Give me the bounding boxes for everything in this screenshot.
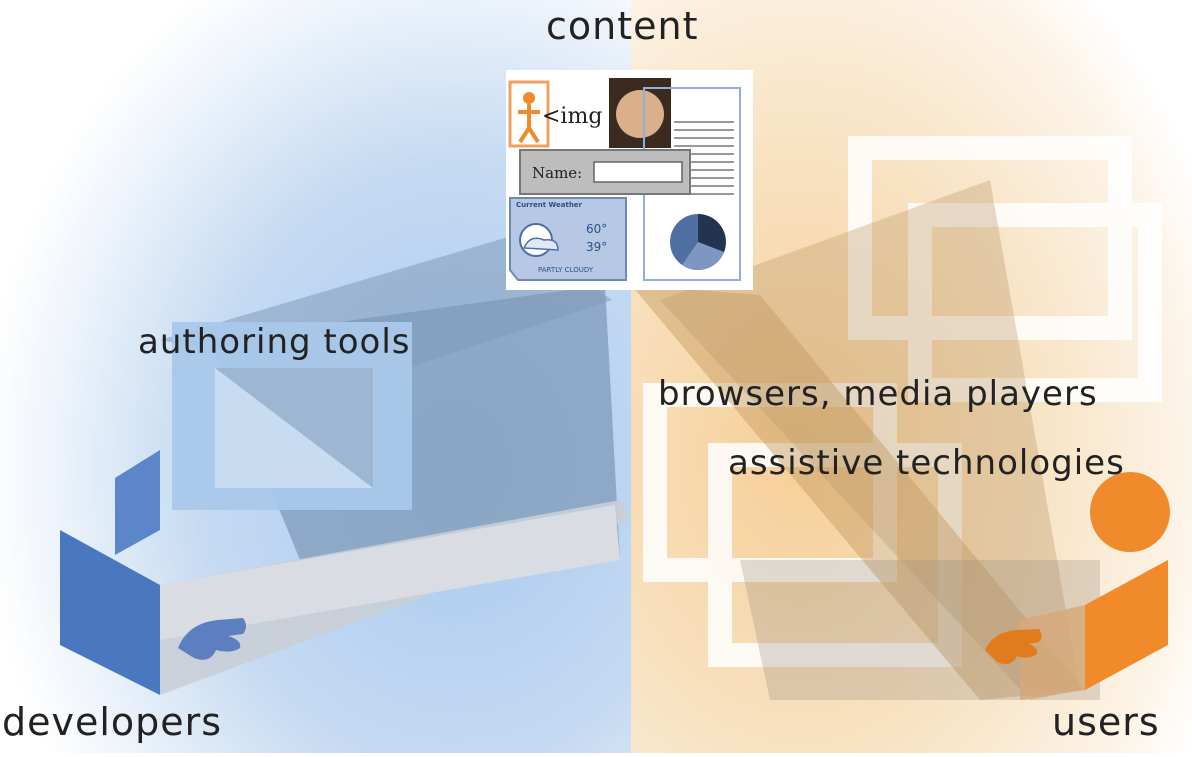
content-label: content bbox=[546, 4, 699, 48]
content-card-art bbox=[508, 78, 741, 281]
assistive-technologies-label: assistive technologies bbox=[728, 443, 1125, 483]
browsers-media-players-label: browsers, media players bbox=[658, 374, 1098, 414]
users-label: users bbox=[1052, 700, 1160, 744]
authoring-tools-label: authoring tools bbox=[138, 322, 411, 362]
name-field-label: Name: bbox=[532, 164, 583, 182]
weather-low: 39° bbox=[586, 240, 608, 254]
user-agent-frames bbox=[643, 136, 1162, 667]
developer-figure bbox=[60, 450, 630, 695]
developers-label: developers bbox=[2, 700, 223, 744]
user-agent-beam-2 bbox=[660, 180, 1080, 700]
weather-high: 60° bbox=[586, 222, 608, 236]
user-beam-floor bbox=[740, 560, 1100, 700]
content-card: <img Name: Current Weather 60° 39° PARTL… bbox=[506, 70, 753, 290]
weather-title: Current Weather bbox=[516, 201, 583, 209]
user-figure bbox=[985, 472, 1170, 700]
img-tag-text: <img bbox=[542, 104, 603, 129]
weather-condition: PARTLY CLOUDY bbox=[538, 266, 594, 274]
user-agent-beam bbox=[631, 285, 1085, 700]
authoring-tool-panel bbox=[172, 322, 412, 510]
